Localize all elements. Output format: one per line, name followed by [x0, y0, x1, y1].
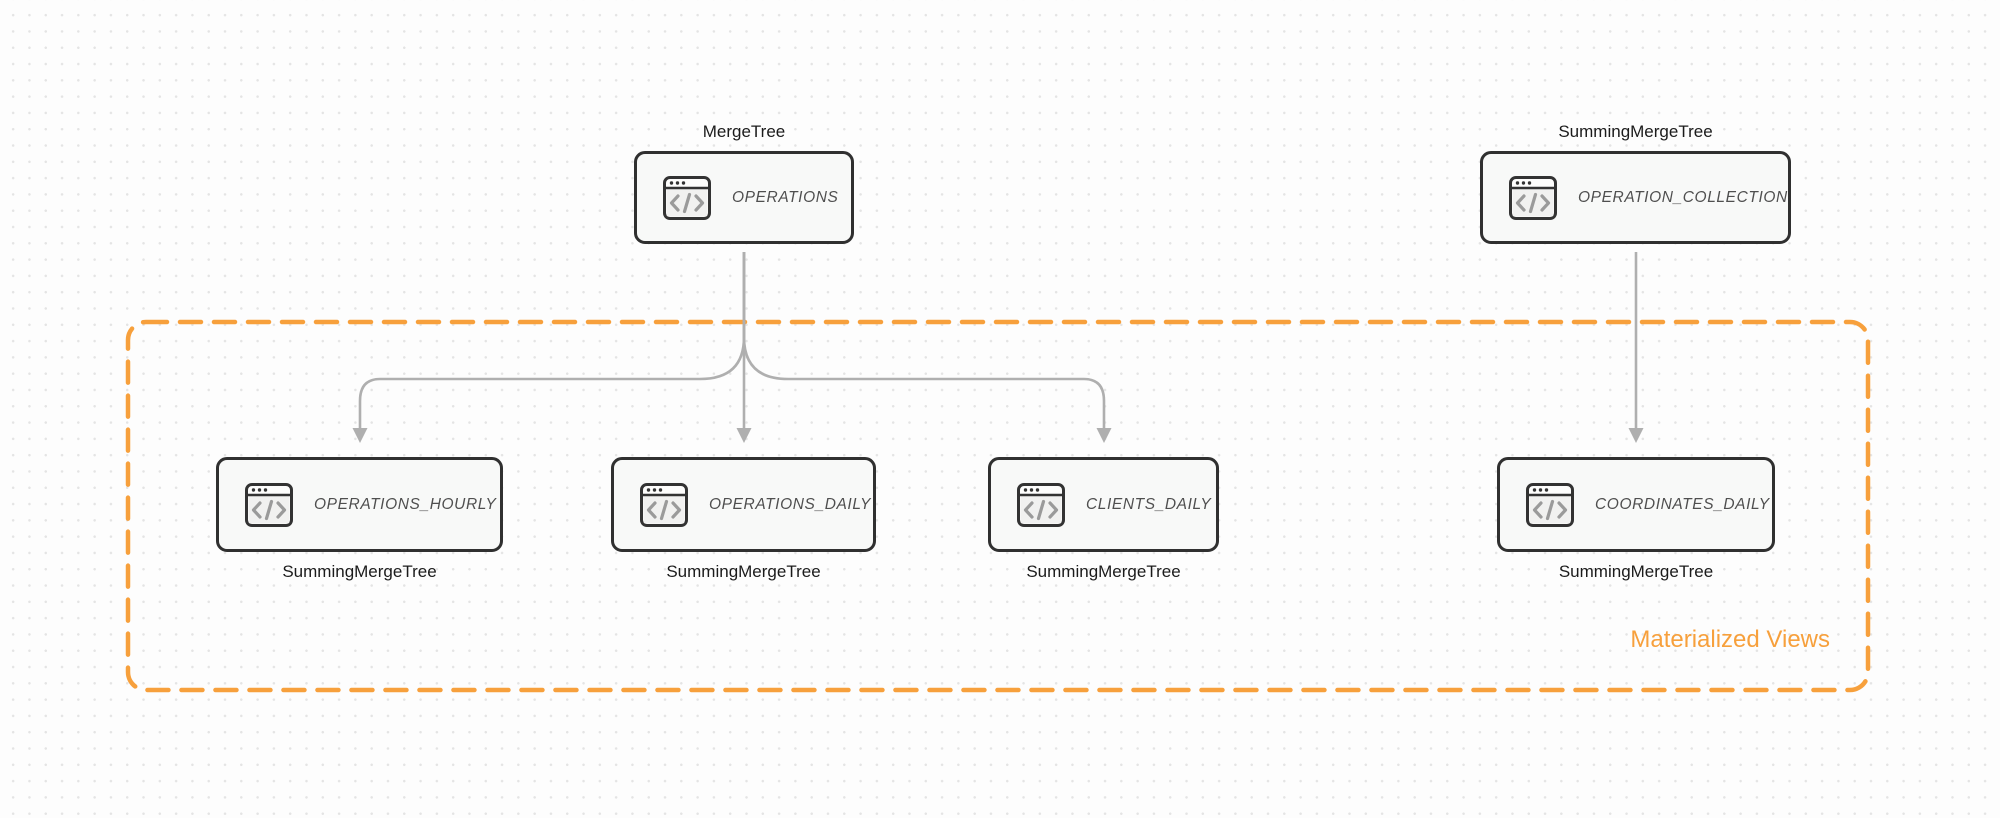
code-window-icon — [640, 482, 688, 527]
engine-label: SummingMergeTree — [666, 562, 821, 581]
node-title: CLIENTS_DAILY — [1086, 495, 1212, 513]
code-window-icon — [663, 175, 711, 220]
engine-label: SummingMergeTree — [1558, 122, 1713, 141]
node-box[interactable]: OPERATIONS_HOURLY — [216, 457, 503, 552]
node-box[interactable]: OPERATION_COLLECTION — [1480, 151, 1791, 244]
materialized-views-label: Materialized Views — [1630, 626, 1830, 653]
node-coordinates-daily[interactable]: COORDINATES_DAILY SummingMergeTree — [1497, 457, 1775, 582]
engine-label: SummingMergeTree — [1026, 562, 1181, 581]
node-title: COORDINATES_DAILY — [1595, 495, 1770, 513]
code-window-icon — [245, 482, 293, 527]
node-title: OPERATIONS_HOURLY — [314, 495, 497, 513]
node-box[interactable]: OPERATIONS_DAILY — [611, 457, 876, 552]
node-title: OPERATIONS — [732, 188, 839, 206]
code-window-icon — [1526, 482, 1574, 527]
engine-label: SummingMergeTree — [1558, 562, 1714, 581]
node-operations[interactable]: MergeTree OPERATIONS — [634, 122, 854, 244]
engine-label: SummingMergeTree — [282, 562, 437, 581]
node-operation-collection[interactable]: SummingMergeTree OPERATION_COLLECTION — [1480, 122, 1791, 244]
node-title: OPERATION_COLLECTION — [1578, 188, 1788, 206]
node-operations-hourly[interactable]: OPERATIONS_HOURLY SummingMergeTree — [216, 457, 503, 582]
engine-label: MergeTree — [702, 122, 786, 141]
node-clients-daily[interactable]: CLIENTS_DAILY SummingMergeTree — [988, 457, 1219, 582]
edge-operations-to-clients-daily — [742, 252, 1112, 443]
node-box[interactable]: CLIENTS_DAILY — [988, 457, 1219, 552]
node-operations-daily[interactable]: OPERATIONS_DAILY SummingMergeTree — [611, 457, 876, 582]
code-window-icon — [1509, 175, 1557, 220]
node-title: OPERATIONS_DAILY — [709, 495, 872, 513]
edge-operations-to-operations-hourly — [352, 252, 746, 443]
node-box[interactable]: COORDINATES_DAILY — [1497, 457, 1775, 552]
node-box[interactable]: OPERATIONS — [634, 151, 854, 244]
code-window-icon — [1017, 482, 1065, 527]
